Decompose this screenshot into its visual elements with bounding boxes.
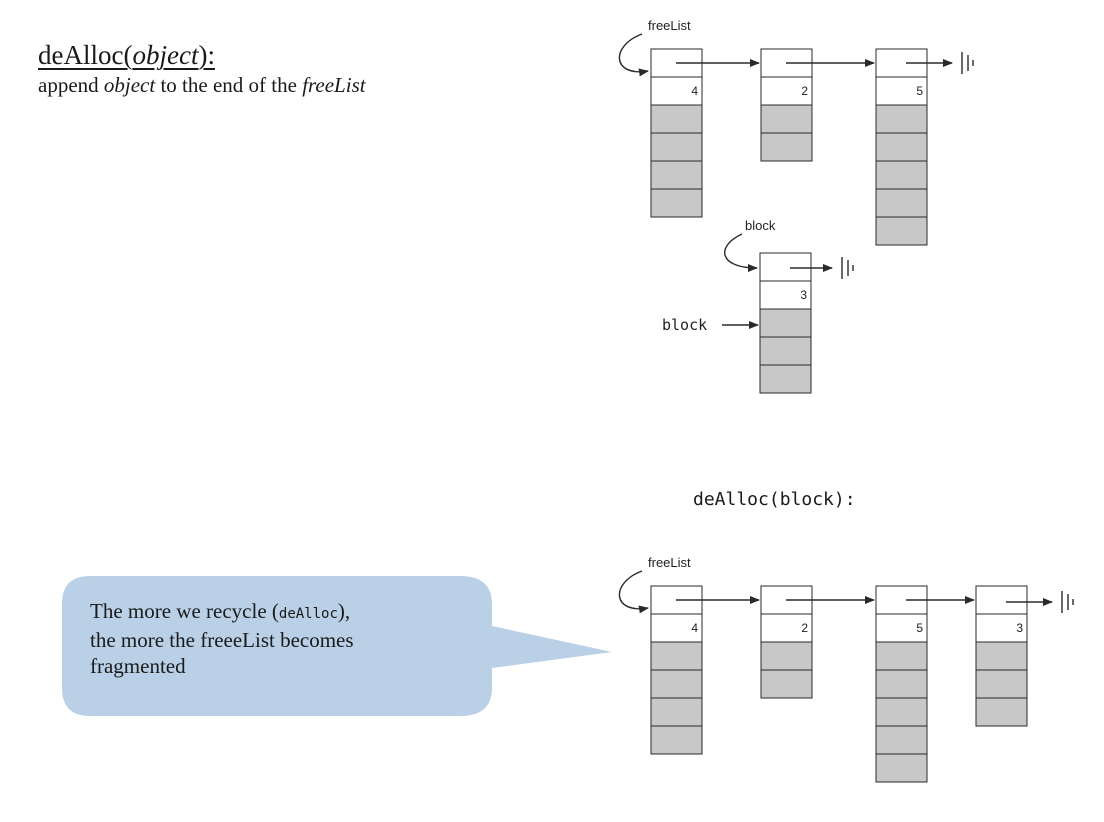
data-cell <box>650 188 703 218</box>
freelist-block: 5 <box>875 585 928 783</box>
new-block: 3 <box>759 252 812 394</box>
size-value: 3 <box>800 288 807 302</box>
data-cell <box>875 160 928 190</box>
block-pointer-label: block <box>662 316 707 334</box>
data-cell <box>875 641 928 671</box>
size-cell <box>760 76 813 106</box>
null-ground-icon <box>1061 591 1074 613</box>
freelist-block: 3 <box>975 585 1028 727</box>
subtitle-mid: to the end of the <box>155 73 303 97</box>
size-value: 4 <box>691 621 698 635</box>
data-cell <box>875 697 928 727</box>
title-block: deAlloc(object): append object to the en… <box>38 40 366 98</box>
data-cell <box>875 104 928 134</box>
data-cell <box>759 308 812 338</box>
callout-bubble <box>62 576 612 716</box>
callout-line-2: the more the freeeList becomes <box>90 628 354 652</box>
title-suffix: ): <box>198 40 215 70</box>
subtitle-arg: object <box>103 73 156 97</box>
data-cell <box>650 669 703 699</box>
data-cell <box>650 697 703 727</box>
callout-line-3: fragmented <box>90 654 186 678</box>
subtitle-list: freeList <box>302 73 366 97</box>
title-arg: object <box>132 40 199 70</box>
data-cell <box>875 188 928 218</box>
size-cell <box>875 613 928 643</box>
bottom-diagram: 4 2 5 3 freeList <box>618 555 1074 783</box>
data-cell <box>975 669 1028 699</box>
slide-subtitle: append object to the end of the freeList <box>38 73 366 98</box>
size-cell <box>650 76 703 106</box>
data-cell <box>650 132 703 162</box>
data-cell <box>975 641 1028 671</box>
data-cell <box>875 216 928 246</box>
size-value: 3 <box>1016 621 1023 635</box>
size-cell <box>875 76 928 106</box>
block-label: block <box>745 218 776 233</box>
callout-line-1: The more we recycle (deAlloc), <box>90 598 470 627</box>
data-cell <box>875 132 928 162</box>
data-cell <box>650 725 703 755</box>
head-pointer-arrow <box>618 570 649 614</box>
freelist-label: freeList <box>648 555 691 570</box>
callout-code: deAlloc <box>278 606 338 622</box>
size-cell <box>760 613 813 643</box>
data-cell <box>875 725 928 755</box>
title-func: deAlloc( <box>38 40 133 70</box>
callout-line-1-pre: The more we recycle ( <box>90 599 279 623</box>
next-pointer-cell <box>975 585 1028 615</box>
subtitle-pre: append <box>38 73 104 97</box>
data-cell <box>760 641 813 671</box>
data-cell <box>650 641 703 671</box>
null-ground-icon <box>841 257 854 279</box>
slide-title: deAlloc(object): <box>38 40 366 71</box>
data-cell <box>650 160 703 190</box>
data-cell <box>760 132 813 162</box>
dealloc-call-label: deAlloc(block): <box>693 489 856 510</box>
data-cell <box>759 336 812 366</box>
freelist-block: 4 <box>650 585 703 755</box>
size-value: 5 <box>916 621 923 635</box>
data-cell <box>875 753 928 783</box>
head-pointer-arrow <box>618 33 649 77</box>
freelist-block: 2 <box>760 48 813 162</box>
null-ground-icon <box>961 52 974 74</box>
freelist-label: freeList <box>648 18 691 33</box>
size-value: 5 <box>916 84 923 98</box>
data-cell <box>760 669 813 699</box>
data-cell <box>875 669 928 699</box>
freelist-block: 2 <box>760 585 813 699</box>
next-pointer-cell <box>759 252 812 282</box>
data-cell <box>975 697 1028 727</box>
size-value: 2 <box>801 621 808 635</box>
data-cell <box>650 104 703 134</box>
size-value: 4 <box>691 84 698 98</box>
size-cell <box>975 613 1028 643</box>
data-cell <box>760 104 813 134</box>
block-pointer-arrow <box>724 233 758 272</box>
top-diagram: 4 2 5 freeList 3 block block <box>618 18 974 394</box>
data-cell <box>759 364 812 394</box>
freelist-block: 4 <box>650 48 703 218</box>
callout-line-1-post: ), <box>337 599 351 623</box>
freelist-block: 5 <box>875 48 928 246</box>
callout-text: The more we recycle (deAlloc), the more … <box>90 598 470 679</box>
size-value: 2 <box>801 84 808 98</box>
